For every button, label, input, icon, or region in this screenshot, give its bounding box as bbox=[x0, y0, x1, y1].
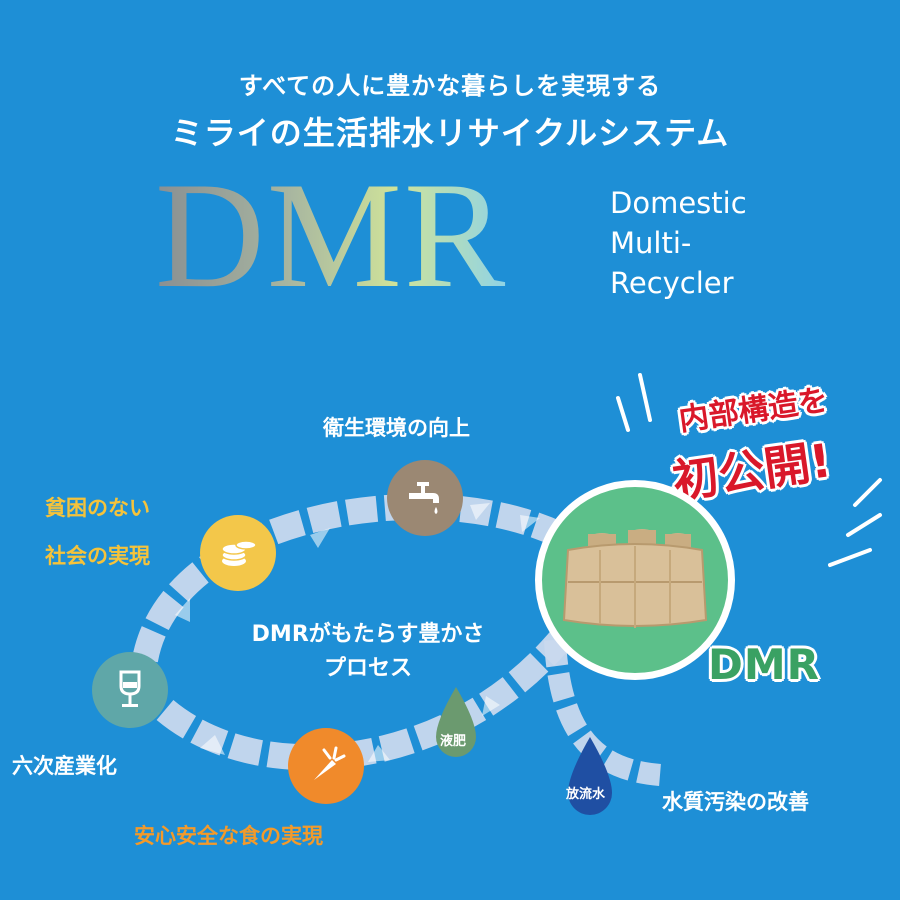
water-quality-label: 水質汚染の改善 bbox=[662, 790, 809, 814]
process-title-line-1: DMRがもたらす豊かさ bbox=[251, 622, 485, 647]
industry-node bbox=[92, 652, 168, 728]
logo-sub-line-3: Recycler bbox=[610, 266, 734, 300]
product-circle bbox=[535, 480, 735, 680]
poverty-label-line-2: 社会の実現 bbox=[45, 544, 150, 568]
carrot-icon bbox=[313, 746, 346, 781]
poverty-label-line-1: 貧困のない bbox=[45, 496, 150, 520]
hygiene-node bbox=[387, 460, 463, 536]
water-drop-icon bbox=[568, 737, 612, 815]
industry-label: 六次産業化 bbox=[12, 754, 117, 778]
cycle-upper-arc bbox=[132, 493, 566, 663]
tagline: すべての人に豊かな暮らしを実現する bbox=[238, 72, 662, 100]
wine-glass-icon bbox=[119, 670, 141, 707]
septic-tank-icon bbox=[562, 529, 708, 628]
logo-sub-line-1: Domestic bbox=[610, 186, 747, 220]
process-title-line-2: プロセス bbox=[323, 656, 412, 681]
process-title: DMRがもたらす豊かさ プロセス bbox=[218, 618, 518, 686]
subtitle: ミライの生活排水リサイクルシステム bbox=[170, 114, 730, 152]
food-node bbox=[288, 728, 364, 804]
fertilizer-label: 液肥 bbox=[440, 734, 467, 749]
logo-subtitle: Domestic Multi- Recycler bbox=[610, 183, 747, 303]
poverty-node bbox=[200, 515, 276, 591]
sparkle-lines bbox=[616, 373, 882, 567]
faucet-icon bbox=[409, 482, 439, 514]
coins-icon bbox=[221, 540, 257, 566]
hygiene-label: 衛生環境の向上 bbox=[323, 416, 470, 440]
logo-sub-line-2: Multi- bbox=[610, 226, 692, 260]
fertilizer-drop-icon bbox=[436, 687, 476, 757]
food-label: 安心安全な食の実現 bbox=[134, 824, 323, 848]
dmr-logo: DMR bbox=[155, 159, 595, 311]
product-label: DMR bbox=[708, 640, 820, 689]
outflow-water-label: 放流水 bbox=[566, 787, 606, 802]
